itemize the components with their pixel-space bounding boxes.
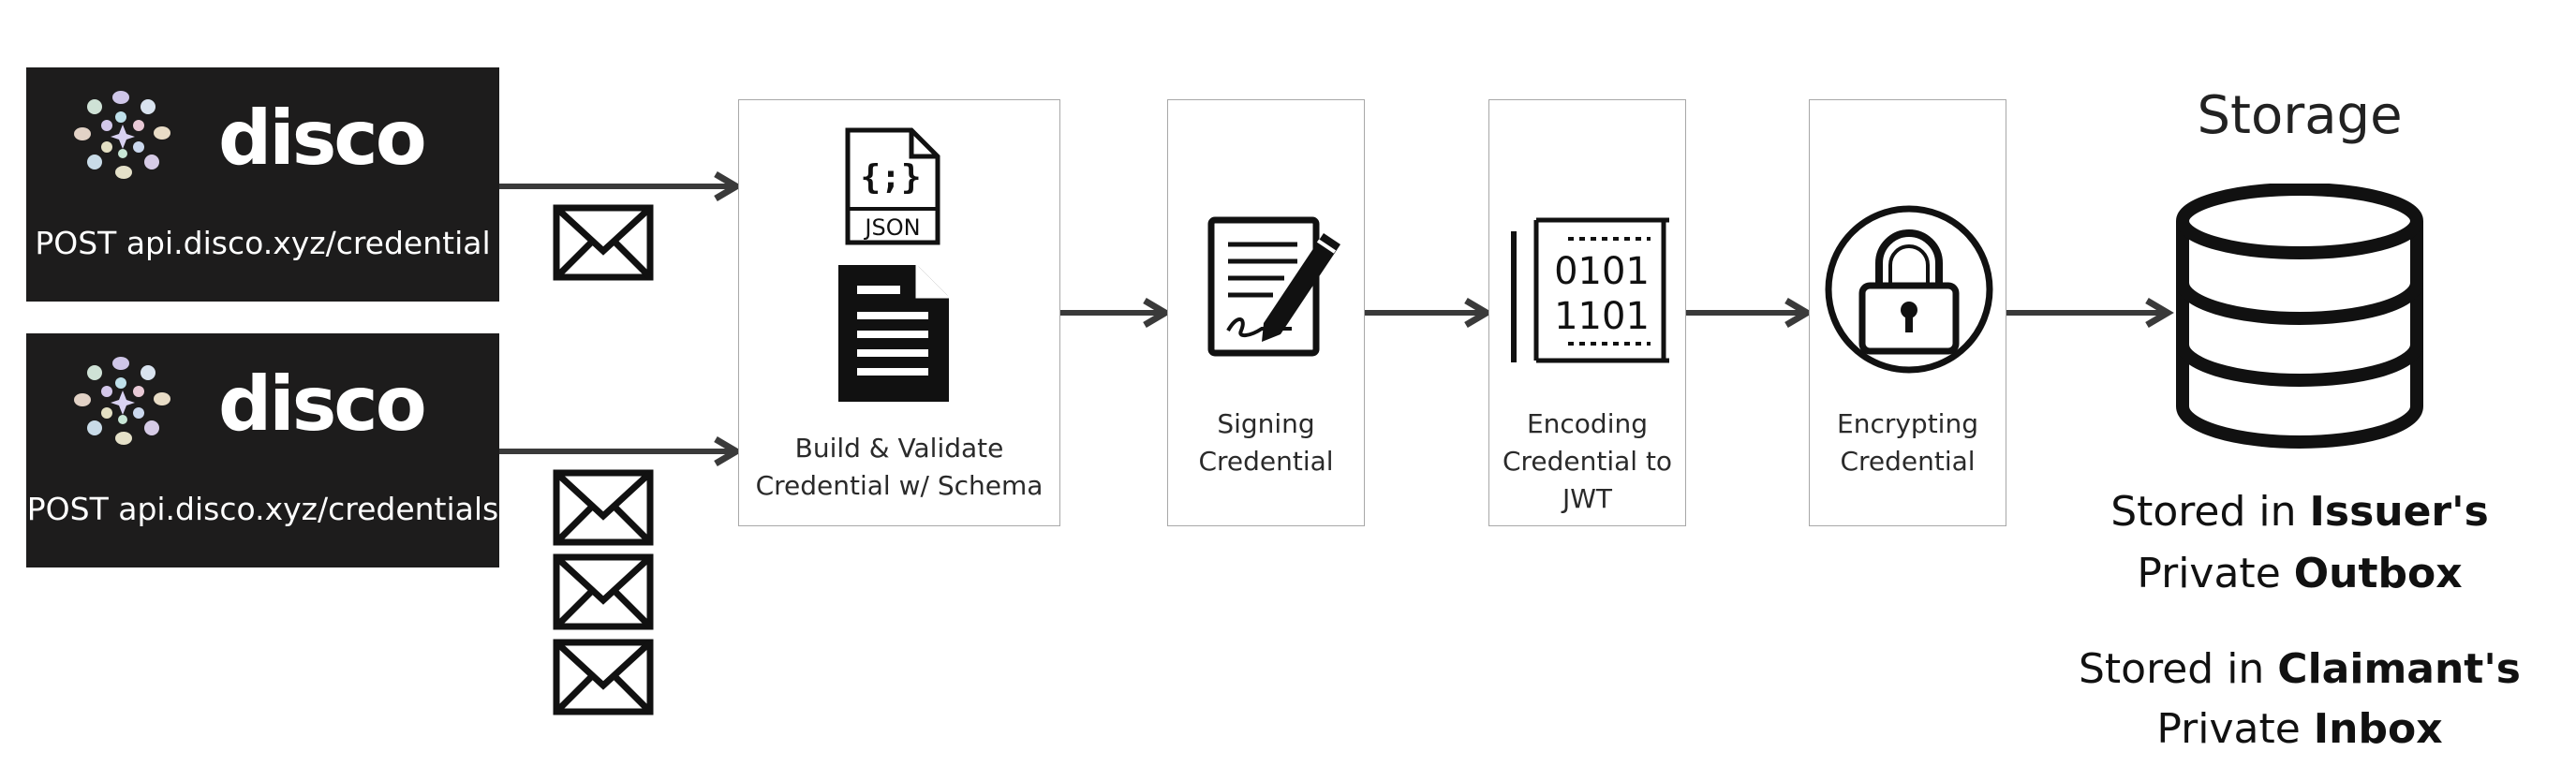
disco-brand-text: disco [218,95,427,182]
arrowhead [1464,297,1493,329]
document-icon [838,265,949,402]
endpoint-label: POST api.disco.xyz/credential [35,225,491,261]
step-encrypting: Encrypting Credential [1809,99,2006,526]
disco-brand-text: disco [218,361,427,448]
arrowhead [714,170,743,202]
storage-text: Stored in [2110,488,2310,536]
disco-source-card-single: disco POST api.disco.xyz/credential [26,67,499,302]
storage-text: Private [2137,550,2294,597]
step-build-validate: {;} JSON Build & Validate Credential w/ … [738,99,1060,526]
step-label: Credential w/ Schema [755,470,1044,501]
storage-bold-text: Inbox [2313,705,2443,753]
endpoint-label: POST api.disco.xyz/credentials [26,491,499,527]
storage-issuer-line1: Stored in Issuer's [2042,481,2557,543]
signing-icon [1207,216,1340,357]
disco-source-card-batch: disco POST api.disco.xyz/credentials [26,333,499,567]
envelope-icon [553,639,654,715]
storage-claimant-line1: Stored in Claimant's [2042,639,2557,700]
lock-icon [1825,205,1993,374]
json-tag: JSON [863,214,920,241]
storage-bold-text: Issuer's [2309,488,2489,536]
arrowhead [1143,297,1172,329]
storage-claimant-line2: Private Inbox [2042,699,2557,760]
storage-bold-text: Claimant's [2277,645,2521,693]
step-encoding: 0101 1101 Encoding Credential to JWT [1488,99,1686,526]
database-icon [2176,184,2423,449]
step-label: Credential [1198,446,1334,477]
storage-text: Stored in [2078,645,2278,693]
step-label: Encrypting [1837,408,1978,439]
step-label: Credential [1840,446,1976,477]
envelope-icon [553,553,654,630]
arrowhead [714,435,743,467]
storage-text: Private [2156,705,2314,753]
arrowhead [1784,297,1814,329]
arrowhead [2145,297,2174,329]
step-signing: Signing Credential [1167,99,1365,526]
binary-line: 1101 [1554,295,1650,338]
json-file-icon: {;} JSON [845,127,940,245]
disco-logo-icon [74,357,170,445]
envelope-icon [553,204,654,281]
storage-title: Storage [2197,85,2403,146]
envelope-icon [553,469,654,546]
step-label: JWT [1562,483,1613,514]
binary-encoding-icon: 0101 1101 [1511,217,1669,363]
binary-line: 0101 [1554,250,1650,293]
disco-logo-icon [74,91,170,179]
step-label: Build & Validate [794,433,1004,464]
storage-issuer-line2: Private Outbox [2042,543,2557,605]
step-label: Signing [1217,408,1315,439]
step-label: Credential to [1502,446,1673,477]
json-glyph: {;} [860,158,921,197]
step-label: Encoding [1526,408,1649,439]
storage-bold-text: Outbox [2293,550,2463,597]
